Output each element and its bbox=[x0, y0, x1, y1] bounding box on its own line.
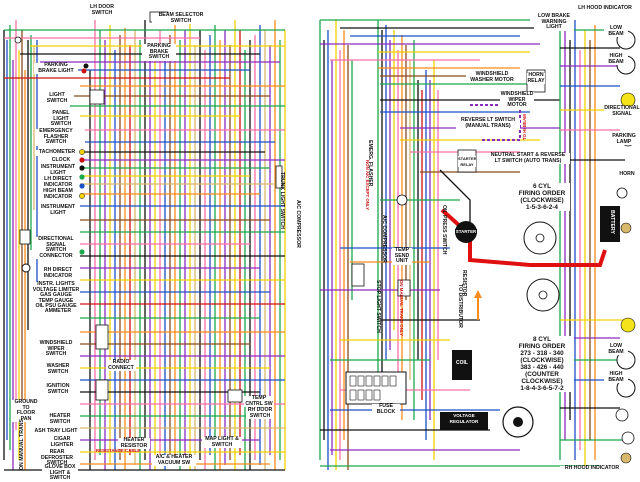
directional-signal-label: DIRECTIONAL SIGNAL SWITCH CONNECTOR bbox=[34, 236, 78, 260]
reverse-switch-label: REVERSE LT SWITCH (MANUAL TRANS) bbox=[456, 117, 520, 130]
instrument-light-label: INSTRUMENT LIGHT bbox=[38, 164, 78, 177]
ground-floor-pan-label: GROUND TO FLOOR PAN bbox=[12, 399, 40, 423]
parking-brake-light-label: PARKING BRAKE LIGHT bbox=[34, 62, 78, 75]
rh-door-switch-label: RH DOOR SWITCH bbox=[246, 407, 274, 420]
lh-door-switch-label: LH DOOR SWITCH bbox=[86, 4, 118, 17]
trunk-light-switch-label: TRUNK LIGHT SWITCH bbox=[279, 172, 285, 230]
ammeter-label: AMMETER bbox=[40, 308, 76, 315]
firing-order-6cyl-label: 6 CYL FIRING ORDER (CLOCKWISE) 1-5-3-6-2… bbox=[514, 183, 570, 211]
starter-relay-label: STARTER RELAY bbox=[458, 156, 477, 168]
lh-hood-indicator-label: LH HOOD INDICATOR bbox=[574, 5, 636, 12]
neutral-start-switch-label: NEUTRAL START & REVERSE LT SWITCH (AUTO … bbox=[486, 152, 570, 165]
radio-connector-label: RADIO CONNECT bbox=[106, 359, 136, 372]
high-beam-indicator-label: HIGH BEAM INDICATOR bbox=[38, 188, 78, 201]
ash-tray-light-label: ASH TRAY LIGHT bbox=[34, 428, 78, 435]
rear-defroster-label: REAR DEFROSTER SWITCH bbox=[38, 449, 76, 467]
high-beam-bottom-label: HIGH BEAM bbox=[604, 371, 628, 384]
low-beam-bottom-label: LOW BEAM bbox=[604, 343, 628, 356]
horn-relay-label: HORN RELAY bbox=[527, 72, 545, 85]
washer-switch-label: WASHER SWITCH bbox=[40, 363, 76, 376]
ac-compressor-left-label: A/C COMPRESSOR bbox=[295, 200, 301, 248]
rh-hood-indicator-label: RH HOOD INDICATOR bbox=[560, 465, 624, 472]
light-switch-label: LIGHT SWITCH bbox=[40, 92, 74, 105]
high-beam-top-label: HIGH BEAM bbox=[604, 53, 628, 66]
non-ac-label: NON A/C EXCEPT ONLY bbox=[365, 160, 370, 211]
ignition-switch-label: IGNITION SWITCH bbox=[40, 383, 76, 396]
firing-order-8cyl-label: 8 CYL FIRING ORDER 273 - 318 - 340 (CLOC… bbox=[510, 336, 574, 392]
manual-trans-label: ON MANUAL TRANS bbox=[19, 419, 25, 470]
ac-heater-vacuum-label: A/C & HEATER VACUUM SW bbox=[152, 454, 196, 467]
voltage-regulator-label: VOLTAGE REGULATOR bbox=[440, 413, 488, 425]
coil-label: COIL bbox=[452, 360, 472, 366]
to-hi-beam-label: TO HI BEAM bbox=[522, 114, 527, 140]
emergency-flasher-switch-label: EMERGENCY FLASHER SWITCH bbox=[36, 128, 76, 146]
map-light-label: MAP LIGHT & SWITCH bbox=[202, 436, 242, 449]
lh-direct-indicator-label: LH DIRECT INDICATOR bbox=[38, 176, 78, 189]
low-brake-warning-label: LOW BRAKE WARNING LIGHT bbox=[534, 13, 574, 31]
tachometer-label: TACHOMETER bbox=[36, 149, 78, 156]
panel-light-switch-label: PANEL LIGHT SWITCH bbox=[46, 110, 76, 128]
resistance-cable-label: RESISTANCE CABLE bbox=[95, 448, 141, 453]
fuse-block-label: FUSE BLOCK bbox=[372, 403, 400, 416]
clock-label: CLOCK bbox=[44, 157, 78, 164]
low-beam-top-label: LOW BEAM bbox=[604, 25, 628, 38]
heater-switch-label: HEATER SWITCH bbox=[44, 413, 76, 426]
temp-control-label: TEMP CNTRL SW bbox=[244, 395, 274, 408]
windshield-wiper-switch-label: WINDSHIELD WIPER SWITCH bbox=[36, 340, 76, 358]
gauges-label: INSTR. LIGHTS VOLTAGE LIMITER GAS GAUGE … bbox=[32, 281, 80, 310]
on-manual-trans-label: ON MANUAL TRANS ONLY bbox=[399, 280, 404, 337]
horn-top-label: HORN bbox=[616, 171, 638, 178]
stop-light-switch-label: STOP LIGHT SWITCH bbox=[375, 280, 381, 333]
battery-label: BATTERY bbox=[609, 210, 615, 234]
starter-label: STARTER bbox=[455, 229, 477, 234]
temp-sender-label: TEMP SEND UNIT bbox=[392, 247, 412, 265]
oil-press-switch-label: OIL PRESS SWITCH bbox=[441, 205, 447, 255]
windshield-washer-motor-label: WINDSHIELD WASHER MOTOR bbox=[466, 71, 518, 84]
ac-compressor-label: A/C COMPRESSOR bbox=[381, 215, 387, 263]
wiper-motor-label: WINDSHIELD WIPER MOTOR bbox=[500, 91, 534, 109]
to-distributor-label: TO DISTRIBUTOR bbox=[457, 284, 463, 328]
instrument-light-2-label: INSTRUMENT LIGHT bbox=[38, 204, 78, 217]
directional-signal-top-label: DIRECTIONAL SIGNAL bbox=[604, 105, 640, 118]
cigar-lighter-label: CIGAR LIGHTER bbox=[48, 436, 76, 449]
rh-direct-indicator-label: RH DIRECT INDICATOR bbox=[38, 267, 78, 280]
parking-lamp-label: PARKING LAMP bbox=[610, 133, 638, 146]
battery-block: BATTERY bbox=[600, 208, 620, 240]
glove-box-label: GLOVE BOX LIGHT & SWITCH bbox=[42, 464, 78, 482]
beam-selector-label: BEAM SELECTOR SWITCH bbox=[152, 12, 210, 25]
parking-brake-switch-label: PARKING BRAKE SWITCH bbox=[142, 43, 176, 61]
heater-resistor-label: HEATER RESISTOR bbox=[118, 437, 150, 450]
